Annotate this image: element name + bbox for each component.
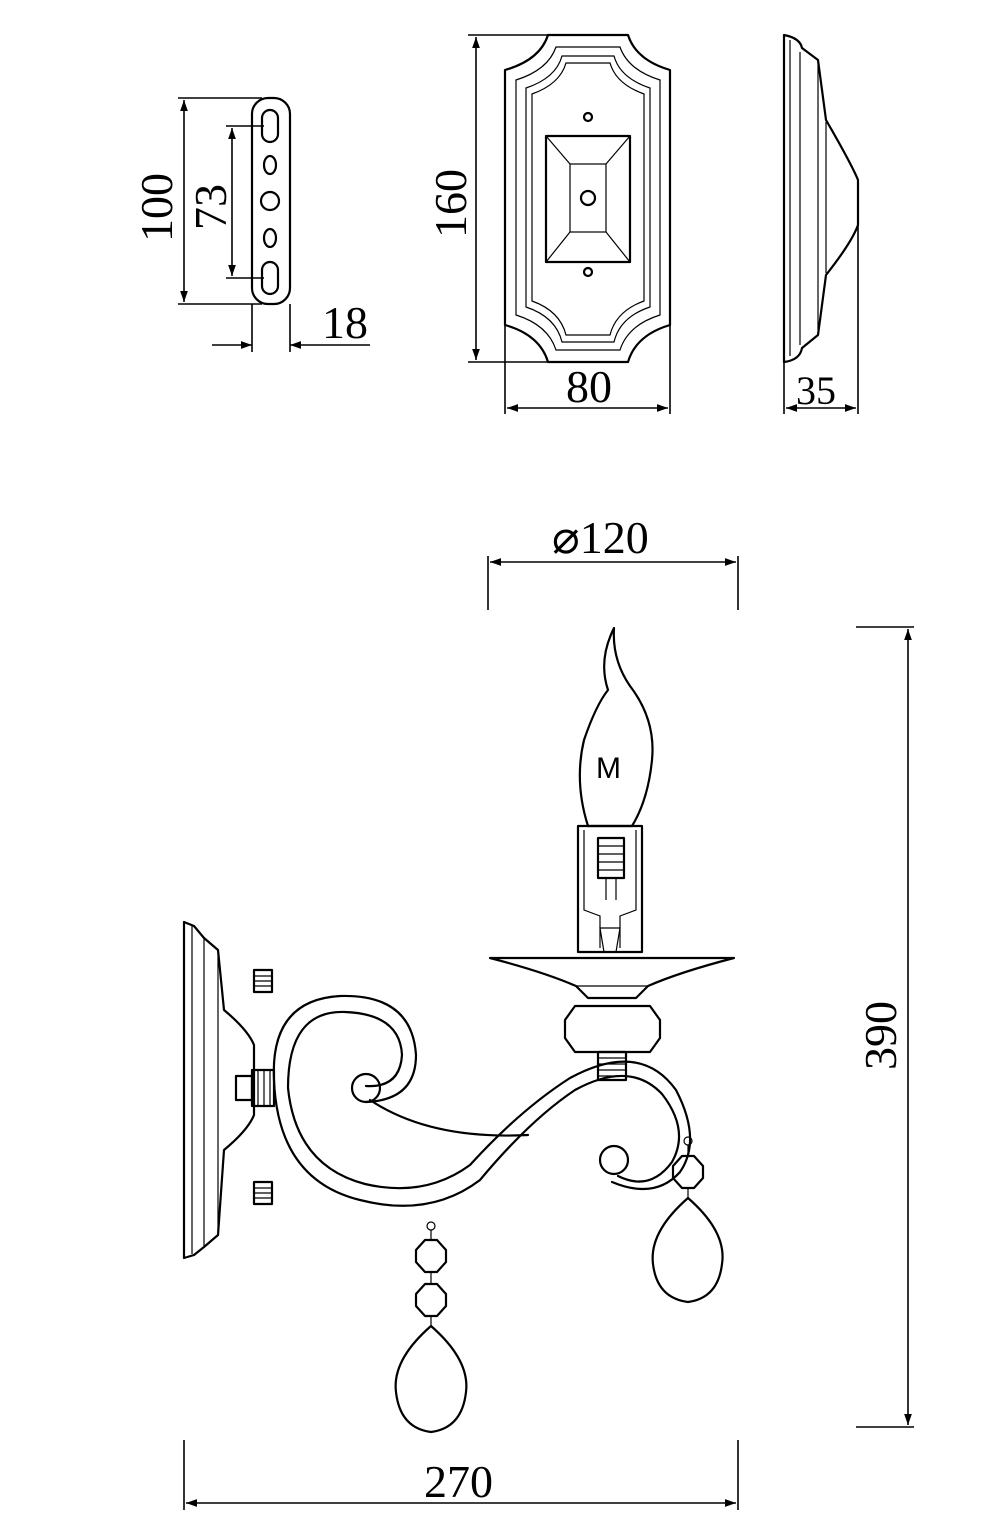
- arm-lower-curve: [272, 1074, 681, 1207]
- plate-side-outline: [782, 33, 860, 364]
- plate-screw-hole: [582, 111, 594, 123]
- crystal-pendant-left: [394, 1221, 468, 1434]
- candle-flame-bulb: [578, 626, 654, 828]
- wall-screw: [252, 968, 274, 994]
- arm-lower-curve-outer: [286, 1060, 692, 1191]
- bulb-filament-mark: M: [596, 752, 621, 785]
- arm-scroll-upper-inner: [286, 1010, 404, 1090]
- wall-screw: [252, 1180, 274, 1206]
- plate-center-hole: [579, 189, 597, 207]
- bobeche-rings: [576, 985, 648, 999]
- scroll-rosette-right: [598, 1144, 630, 1176]
- socket-nut: [599, 927, 621, 953]
- dim-label-plate-height: 160: [425, 169, 476, 238]
- dim-label-bracket-depth: 18: [322, 297, 368, 348]
- bulb-base-threads: [598, 845, 624, 871]
- plate-panel: [531, 62, 645, 336]
- arm-inner-web: [368, 1098, 530, 1137]
- bracket-slot-top: [260, 108, 280, 144]
- crystal-pendant-right: [651, 1136, 724, 1304]
- bracket-hole: [262, 154, 278, 176]
- candle-sleeve-inner: [583, 830, 637, 948]
- bracket-strip: [250, 96, 292, 306]
- candle-sleeve: [576, 824, 644, 954]
- plate-rim: [515, 46, 661, 351]
- dim-label-total-width: 270: [424, 1456, 493, 1507]
- plate-side-steps: [789, 40, 819, 356]
- scroll-rosette-left: [350, 1072, 382, 1104]
- bulb-contact: [605, 878, 617, 900]
- dim-label-plate-depth: 35: [796, 368, 836, 413]
- plate-boss-face: [569, 163, 607, 233]
- dim-label-shade-diameter: ⌀120: [552, 512, 649, 563]
- sconce-elevation: M ⌀120 390: [182, 512, 914, 1510]
- bobeche-crystal-bead: [563, 1004, 662, 1054]
- wall-plate-front-view: 160 80: [425, 33, 672, 414]
- plate-center-boss: [544, 134, 632, 264]
- dim-label-plate-width: 80: [566, 361, 612, 412]
- dim-label-bracket-height: 100: [131, 173, 182, 242]
- arm-scroll-upper-outer: [272, 994, 418, 1104]
- mounting-bracket-view: 100 73 18: [131, 96, 370, 352]
- dim-label-hole-spacing: 73: [185, 184, 236, 230]
- plate-screw-hole: [582, 266, 594, 278]
- wall-plate-steps: [191, 926, 219, 1254]
- bracket-slot-bottom: [260, 260, 280, 296]
- dim-label-total-height: 390: [855, 1001, 906, 1070]
- bracket-hole: [262, 227, 278, 249]
- bulb-base: [596, 836, 626, 880]
- stem-threads: [598, 1057, 626, 1077]
- bobeche-cup: [488, 956, 736, 1000]
- plate-rim-inner: [525, 55, 651, 343]
- plate-outline: [503, 33, 672, 364]
- plate-boss-bevel: [545, 135, 631, 263]
- wall-plate-side-view: 35: [782, 33, 860, 414]
- bracket-center-hole: [259, 190, 281, 212]
- wall-plate-profile: [182, 920, 256, 1260]
